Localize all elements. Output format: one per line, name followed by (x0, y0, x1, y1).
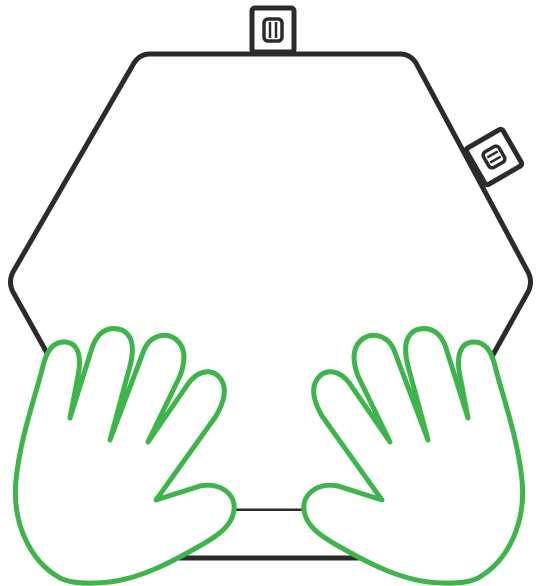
right-hand (301, 326, 526, 586)
top-connector (249, 5, 297, 55)
left-hand (12, 326, 237, 586)
side-connector (463, 126, 525, 188)
